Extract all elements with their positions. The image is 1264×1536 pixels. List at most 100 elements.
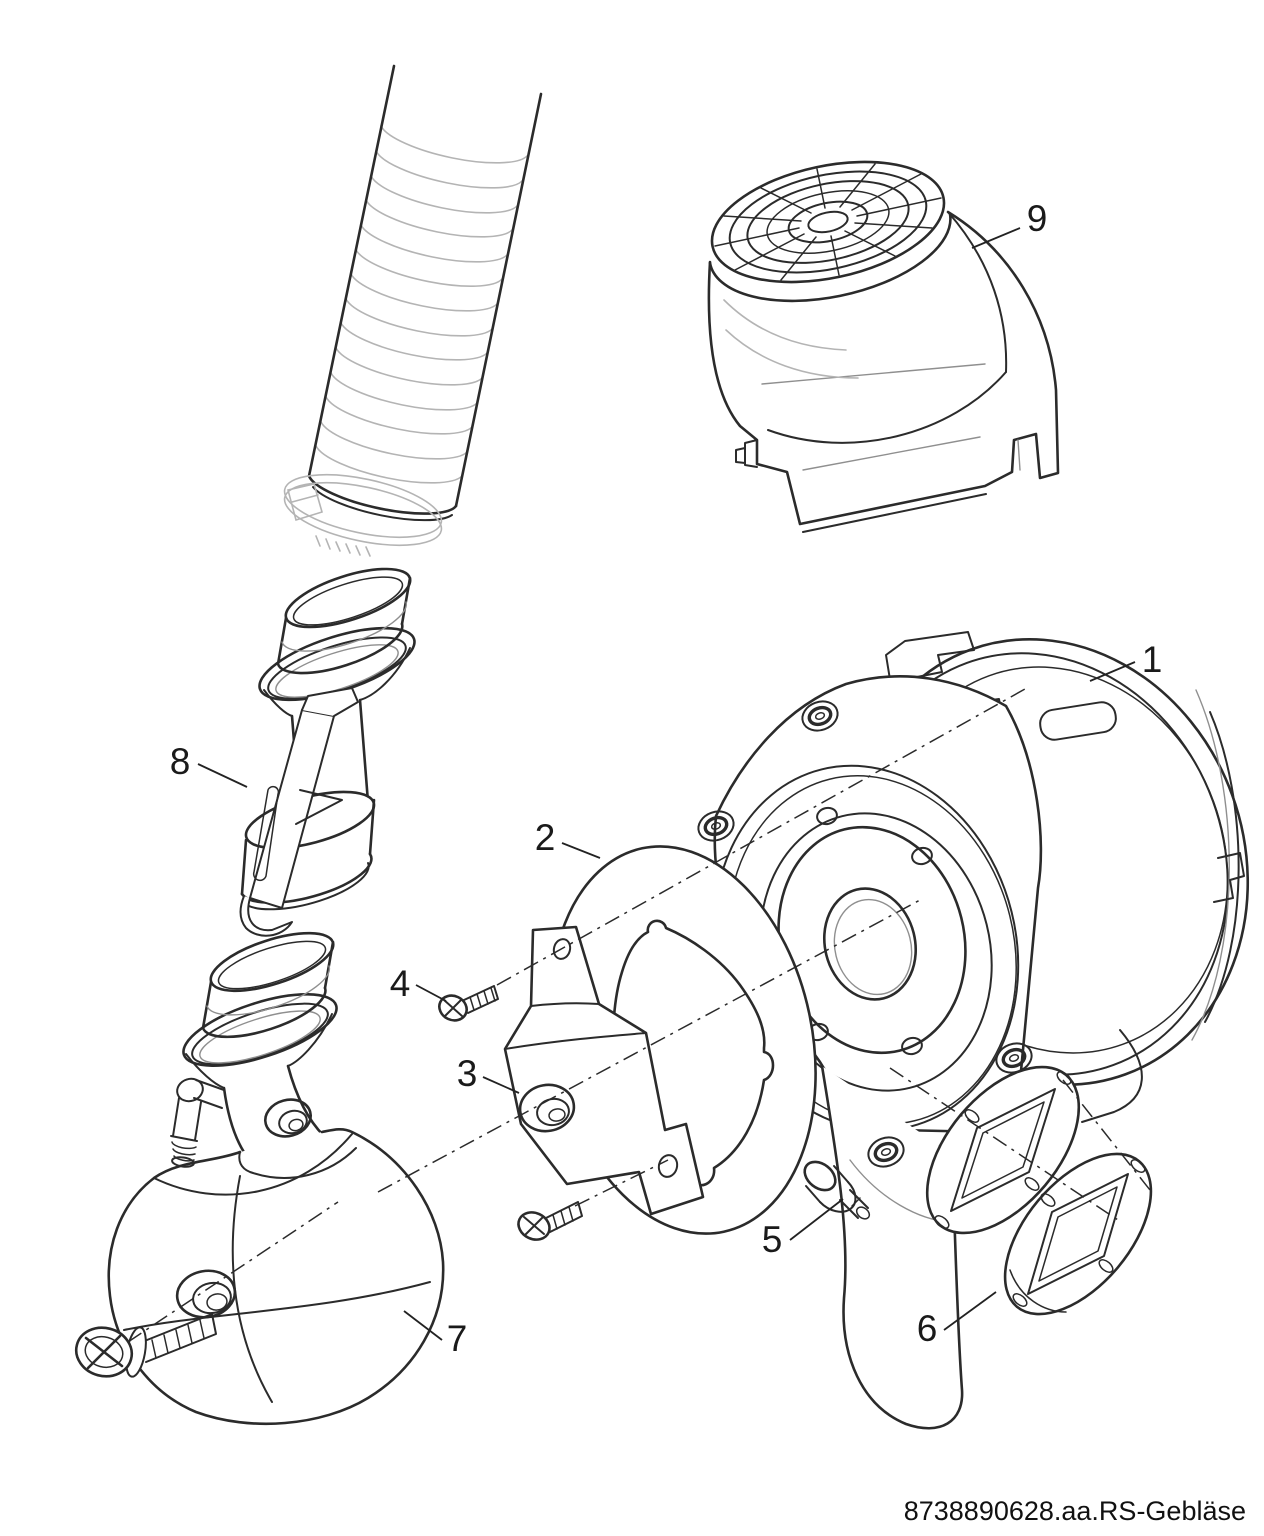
fan-center-hole-inner [833,898,913,996]
lower-cap-bottom [201,986,327,1039]
flange-hole-2 [934,1215,950,1229]
outlet-flange [925,1065,1081,1235]
hose-right-edge [454,92,543,508]
gasket6-hole-1 [1130,1159,1146,1173]
clamp-serrations [315,535,371,557]
callout-label: 2 [535,817,556,858]
boss-ring [873,1141,899,1163]
tube-grommet-hole [288,1118,304,1132]
callout-3: 3 [457,1053,520,1094]
gasket6-thickness-edge [1009,1269,1067,1313]
centerlines [127,688,1151,1343]
fan-boss-bottom [867,1136,905,1168]
lower-flare-lip [182,993,338,1067]
boss-rim [867,1136,905,1168]
callout-label: 1 [1142,639,1163,680]
elbow-upper-seam [153,1133,353,1196]
leader-line [789,1198,844,1241]
boss-ring [703,815,729,837]
phillips-cross-icon [443,999,463,1017]
retaining-clip [239,687,359,937]
hose-left-edge [307,64,396,478]
lower-pipe-fittings [170,931,338,1168]
cover-s-fold [767,371,1007,444]
elbow-grommet-hole [206,1293,228,1311]
cover-box-crease [802,436,981,471]
gasket6-hole-2 [1012,1293,1028,1307]
cover-outline [707,210,1060,526]
fan-motor-foot [1081,1029,1143,1123]
screw5-thread [851,1197,861,1207]
cover-box-top-edge [761,363,986,385]
callout-label: 7 [447,1318,468,1359]
fan-center-hole [822,887,918,1001]
centerline-flange-axis [889,1067,1119,1221]
blower-housing-cover [707,160,1060,533]
bracket-screw-threads [552,1206,574,1230]
clip-top-tab [301,687,359,717]
callout-9: 9 [971,198,1047,249]
silencer-cap-sides [276,576,412,666]
hose-end-rim-inner [312,486,453,522]
nipple-elbow [176,1077,204,1103]
elbow-screw-head-inner [84,1335,124,1369]
callout-label: 5 [762,1219,783,1260]
lower-flare-lip-edge [199,1010,321,1064]
leader-line [197,763,248,788]
callouts: 1 2 3 4 5 6 7 8 [170,198,1163,1359]
cover-scroll-inner [947,211,1008,373]
bracket-boss-hole [548,1108,566,1122]
bracket-boss-outer [518,1083,576,1133]
cover-box-bottom-edge [802,493,987,533]
tube-grommet-outer [264,1098,312,1138]
fan-bell-hole-tr [911,846,933,866]
screw5-head-top [803,1160,837,1192]
boss-hole [880,1148,892,1156]
centerline-screw4-axis [496,688,1026,986]
centerline-flange-holes [1062,1079,1151,1191]
elbow-grommet-outer [175,1269,237,1319]
intake-elbow-housing [107,1127,445,1426]
part-code: 8738890628.aa.RS-Gebläse [904,1496,1246,1526]
callout-8: 8 [170,741,248,788]
tube-grommet-mid [278,1109,308,1135]
fan-motor-band [1204,711,1240,1023]
screw-5 [803,1160,871,1220]
flange-hole-1 [1056,1071,1072,1085]
muffler-sides [240,798,376,896]
leader-line [971,227,1021,249]
cover-drum-curves [723,299,859,379]
hose-ribs [315,125,528,484]
nipple-tip [171,1156,195,1168]
fan-top-clip [885,631,975,699]
leader-line [482,1076,520,1094]
bracket-fold-face [504,1032,647,1050]
lower-cap-sides [201,940,335,1030]
lower-cap-top-inner [217,940,327,990]
boss-ring [1001,1047,1027,1069]
callout-6: 6 [917,1291,997,1349]
gasket6-hole-4 [1040,1193,1056,1207]
callout-4: 4 [390,963,447,1004]
elbow-lower-seam [123,1281,431,1331]
fan-motor-band-2 [1191,689,1230,1041]
elbow-neck-collar [238,1147,357,1179]
screw5-head-sides [805,1165,849,1203]
phillips-cross-icon [84,1334,124,1370]
flange-hole-4 [964,1109,980,1123]
flange-diamond-inner [961,1101,1045,1199]
bracket-screw [517,1201,583,1241]
nipple-down-tube [170,1097,202,1142]
silencer-cap-top-inner [292,576,404,626]
centerline-elbow-screw-axis [127,1201,339,1343]
gasket6-hole-3 [1098,1259,1114,1273]
fan-boss-left [697,810,735,842]
grille-ring-3 [766,190,890,254]
callout-7: 7 [403,1310,468,1359]
lower-cap-band [206,965,331,1016]
gasket6-diamond-outer [1027,1173,1129,1295]
grille-hub [807,210,849,234]
cover-lip-lower-rim [708,212,952,303]
callout-label: 3 [457,1053,478,1094]
